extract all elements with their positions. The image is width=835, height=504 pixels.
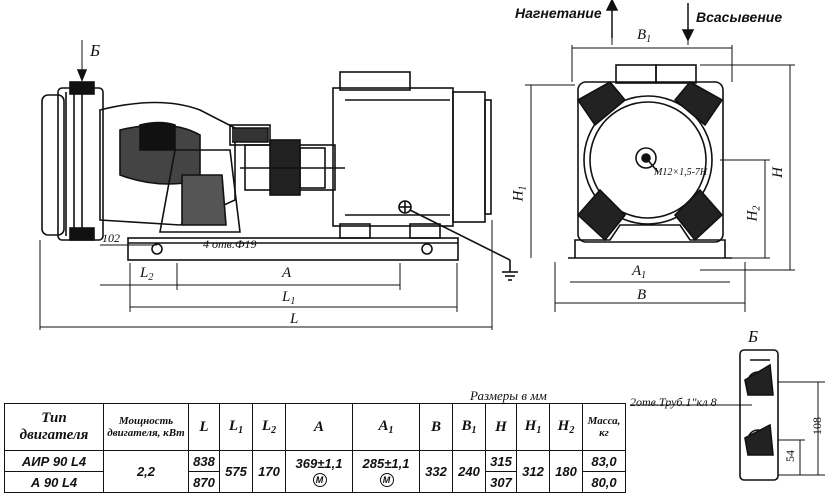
col-b1: B1 [452, 403, 486, 451]
cell-l: 838 [188, 450, 220, 472]
dim-b-label: B [637, 287, 647, 303]
tolerance-mark: М [312, 473, 327, 487]
dim-54-label: 54 [783, 450, 797, 462]
detail-b [739, 349, 779, 481]
dim-l1-label: L1 [282, 289, 296, 307]
cell-type: АИР 90 L4 [4, 450, 104, 472]
end-dimensions [525, 8, 795, 312]
detail-b-label: Б [748, 327, 759, 346]
cell-type: А 90 L4 [4, 471, 104, 493]
view-b-label: Б [90, 41, 101, 60]
col-l1: L1 [219, 403, 253, 451]
cell-b1: 240 [452, 450, 486, 493]
cell-h1: 312 [516, 450, 550, 493]
cell-h: 315 [485, 450, 517, 472]
col-h2: H2 [549, 403, 583, 451]
detail-dimensions [630, 381, 825, 476]
cell-h2: 180 [549, 450, 583, 493]
cell-a1: 285±1,1М [352, 450, 420, 493]
pipe-label: 2отв.Труб.1"кл 8 [630, 395, 717, 409]
cell-l: 870 [188, 471, 220, 493]
col-b: B [419, 403, 453, 451]
dim-l2-label: L2 [140, 265, 154, 283]
suction-label: Всасывение [696, 9, 783, 25]
cell-l2: 170 [252, 450, 286, 493]
thread-label: M12×1,5-7H [654, 167, 708, 178]
end-view [568, 64, 732, 259]
dim-102-label: 102 [102, 231, 120, 245]
table-row: АИР 90 L4 2,2 838 575 170 369±1,1М 285±1… [4, 450, 626, 493]
dim-b1-label: B1 [637, 27, 652, 45]
motor [332, 71, 518, 281]
table-header-row: Тип двигателя Мощность двигателя, кВт L … [4, 403, 626, 451]
col-l: L [188, 403, 220, 451]
cell-l1: 575 [219, 450, 253, 493]
base-frame [127, 237, 459, 261]
dim-h-label: H [769, 167, 786, 178]
col-type: Тип двигателя [4, 403, 104, 451]
cell-power: 2,2 [103, 450, 189, 493]
dim-h1-label: H1 [510, 185, 529, 202]
dim-a1-label: A1 [632, 263, 647, 281]
col-a: A [285, 403, 353, 451]
side-dimensions [39, 40, 493, 330]
units-caption: Размеры в мм [470, 388, 547, 403]
cell-b: 332 [419, 450, 453, 493]
pump-head [41, 81, 236, 241]
dim-l-label: L [290, 311, 299, 327]
cell-mass: 80,0 [582, 471, 626, 493]
col-power: Мощность двигателя, кВт [103, 403, 189, 451]
cell-mass: 83,0 [582, 450, 626, 472]
col-a1: A1 [352, 403, 420, 451]
dim-108-label: 108 [810, 417, 824, 435]
cell-a: 369±1,1М [285, 450, 353, 493]
discharge-label: Нагнетание [515, 5, 602, 21]
dim-a-label: A [282, 265, 292, 281]
coupling [240, 139, 345, 196]
tolerance-mark: М [379, 473, 394, 487]
col-l2: L2 [252, 403, 286, 451]
col-mass: Масса, кг [582, 403, 626, 451]
cell-h: 307 [485, 471, 517, 493]
dim-h2-label: H2 [744, 205, 763, 222]
spec-table: Тип двигателя Мощность двигателя, кВт L … [4, 403, 626, 493]
holes-label: 4 отв.Ф19 [203, 237, 257, 251]
col-h: H [485, 403, 517, 451]
table-row: А 90 L4 870 307 80,0 [4, 471, 626, 493]
col-h1: H1 [516, 403, 550, 451]
